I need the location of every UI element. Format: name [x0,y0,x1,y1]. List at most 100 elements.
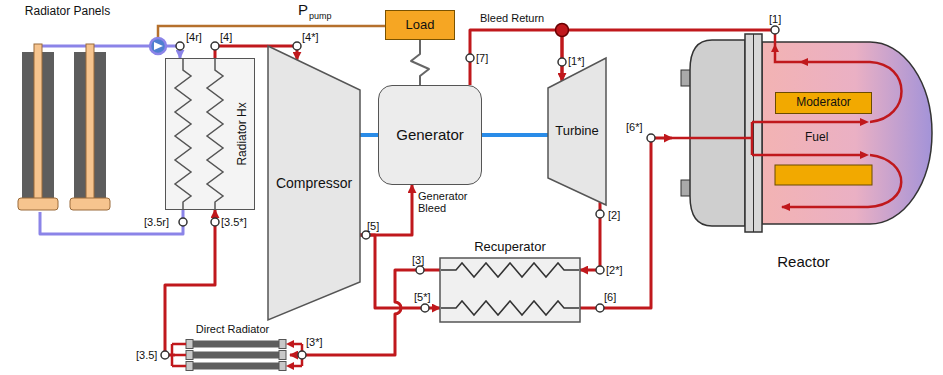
node-label: Recuperator [474,240,546,255]
node-label: Moderator [796,96,851,110]
flow-split [172,344,186,366]
flow-connector [40,210,183,234]
tube-cap [186,340,193,349]
arrow-head [781,203,790,211]
signal-subscript: pump [309,12,332,22]
arrow-head [860,118,869,126]
radiator-fin [94,52,106,198]
flow-connector [360,235,440,308]
heat-exchanger: Radiator Hx [165,58,255,210]
generator: Generator [378,85,482,185]
state-point [771,26,779,34]
state-point [558,58,566,66]
direct-radiator: Direct Radiator [175,323,290,374]
state-point [466,54,474,62]
flow-connector [360,133,378,137]
callout-number: [3.5r] [144,216,169,228]
radiator-fin [22,52,34,198]
coil-symbol [175,59,191,209]
radiator-tube [192,341,280,348]
flow-connector [470,30,562,85]
tube-cap [186,362,193,371]
turbine-shape [548,58,606,205]
node-label: Radiator Panels [25,5,110,19]
arrow-head [771,44,779,52]
recuperator-body [440,258,580,322]
state-point [161,351,169,359]
radiator-fin [42,52,54,198]
callout-number: [2] [608,209,620,221]
tube-cap [279,340,286,349]
reactor-core [762,42,932,224]
node-label: Radiator Hx [236,102,250,165]
load-box: Load [385,10,455,40]
coil-symbol [441,301,579,315]
state-point [362,231,370,239]
callout-number: [3*] [306,336,323,348]
state-point [293,42,301,50]
callout-number: [3] [412,254,424,266]
state-point [211,218,219,226]
junction-dot [556,24,569,37]
vessel-head [690,40,745,226]
callout-number: [5] [367,220,379,232]
callout-number: [1] [769,13,781,25]
state-point [416,266,424,274]
node-label: Load [406,18,435,33]
flow-connector [411,40,429,85]
pump-symbol [150,38,166,54]
radiator-tube [192,363,280,370]
callout-number: [4r] [186,31,202,43]
arrow-head [799,58,808,66]
recuperator: Recuperator [440,240,580,322]
callout-number: [3.5*] [221,216,247,228]
flow-connector [360,185,412,235]
flow-connector [482,133,548,137]
radiator-panels: Radiator Panels [10,4,125,212]
arrow-head [286,362,294,370]
state-point [176,42,184,50]
radiator-fin [74,52,86,198]
callout-number: [1*] [568,55,585,67]
core-flow [672,122,862,155]
radiator-manifold [18,198,58,210]
pump-symbol [154,42,163,50]
coolant-header [38,45,125,48]
turbine: Turbine [548,58,606,205]
state-point [596,266,604,274]
callout-number: [6*] [626,121,643,133]
state-point [211,42,219,50]
node-label: Compressor [276,175,352,191]
radiator-tube [192,352,280,359]
tube-cap [279,351,286,360]
compressor: Compressor [268,46,360,320]
radiator-pipe [86,44,94,200]
callout-number: [3.5] [136,349,157,361]
state-point [647,134,655,142]
state-point [596,304,604,312]
reactor: ReactorModerator [672,30,935,272]
callout-number: [6] [604,291,616,303]
core-flow [775,30,902,122]
node-label: Direct Radiator [196,323,269,336]
state-point [596,210,604,218]
tube-cap [186,351,193,360]
connector-group [40,30,775,355]
state-point [179,218,187,226]
callout-number: [2*] [606,264,623,276]
radiator-panels-art [18,44,125,210]
core-flow [782,155,901,207]
reactor-art [672,30,932,232]
part-name: Fuel [805,131,828,144]
callout-number: [4*] [302,31,319,43]
coil-symbol [441,263,579,277]
compressor-shape [268,46,360,320]
signal-name: P [298,2,308,19]
tube-cap [279,362,286,371]
arrow-head [286,340,294,348]
moderator-block: Moderator [775,92,872,114]
